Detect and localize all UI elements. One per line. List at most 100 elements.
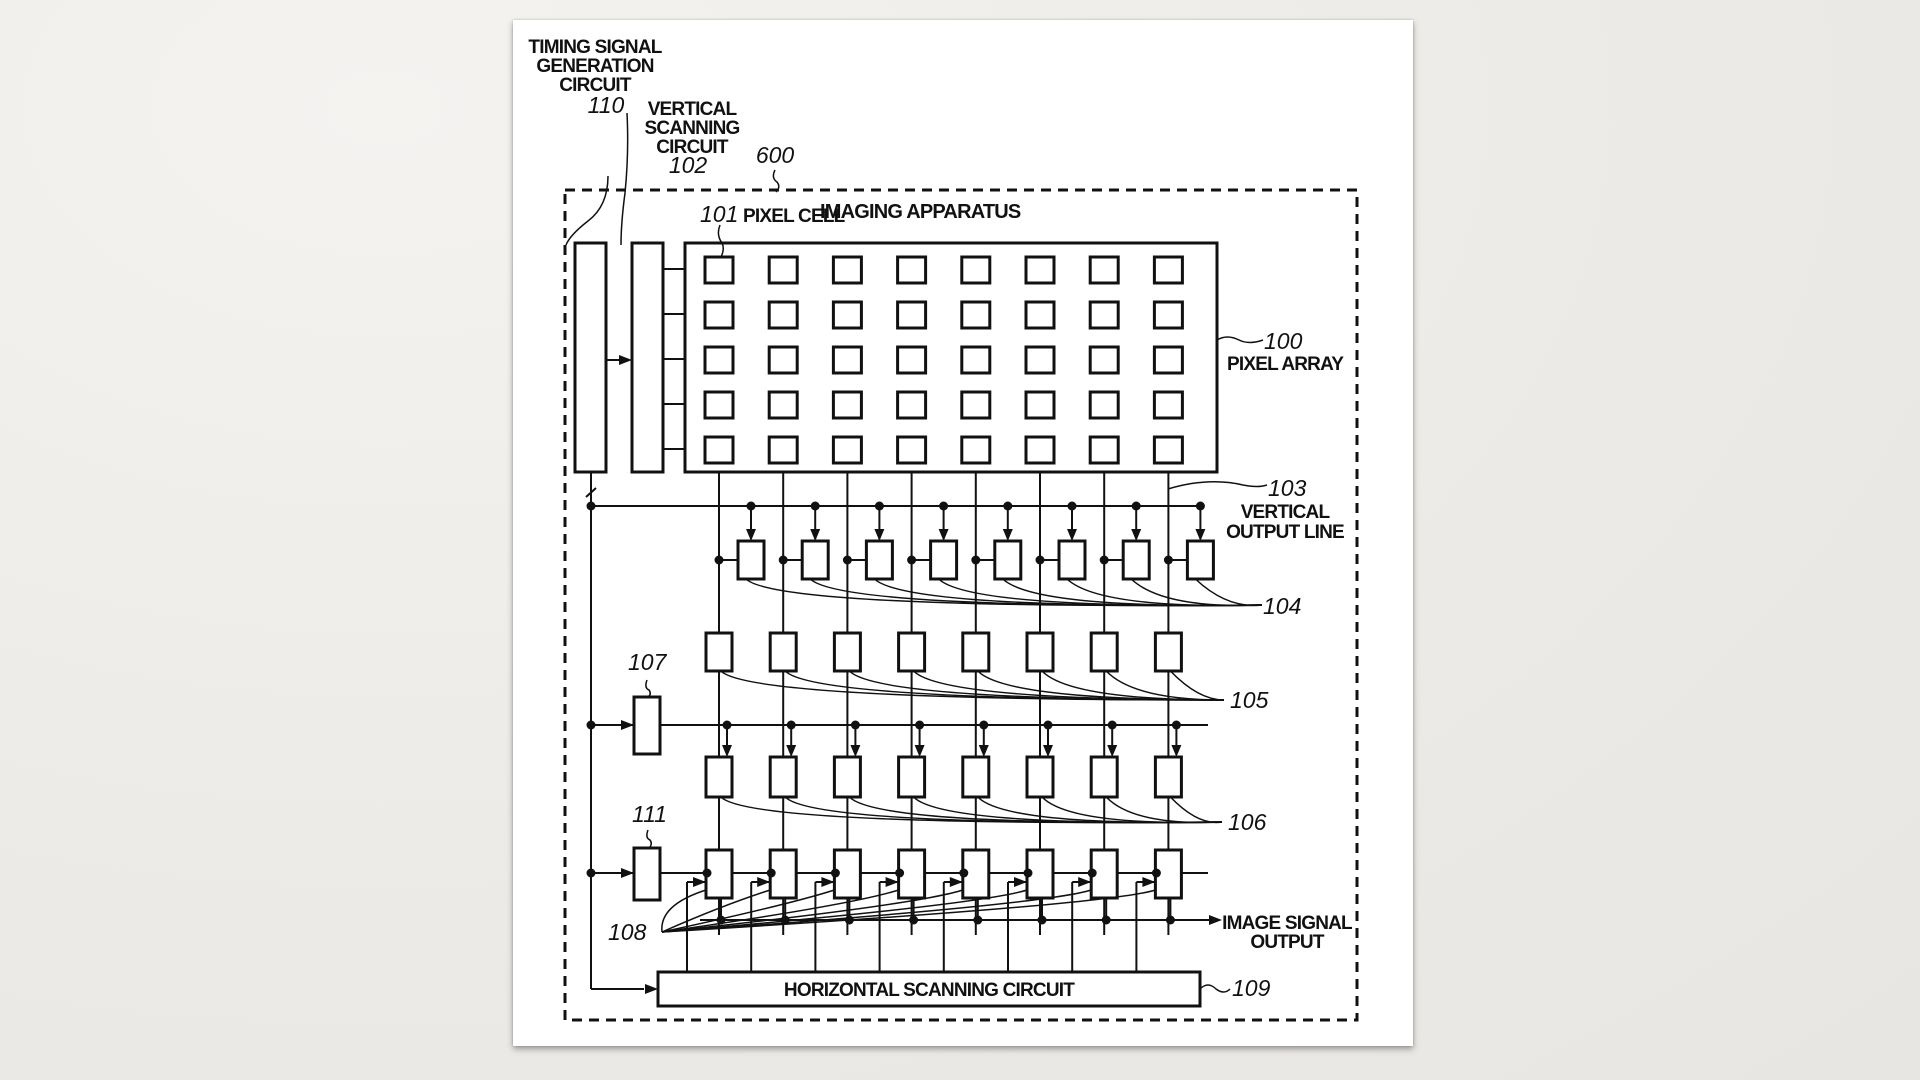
pixel-cell xyxy=(1088,345,1120,375)
arrow-down-icon xyxy=(746,529,756,541)
ref-100: 100 xyxy=(1264,328,1303,354)
amplifier-105 xyxy=(897,631,927,673)
leader-108-curve xyxy=(661,889,964,933)
leader-108-curve xyxy=(661,889,707,933)
pixel-cell xyxy=(1024,390,1056,420)
leader-110 xyxy=(620,112,629,246)
label-line: OUTPUT LINE xyxy=(1226,522,1344,543)
junction-dot xyxy=(959,868,969,878)
arrow-down-icon xyxy=(1131,529,1142,541)
ref-101: 101 xyxy=(700,201,738,227)
sample-hold-106 xyxy=(1153,755,1183,799)
amplifier-105 xyxy=(961,631,991,673)
horizontal-scanning-label: HORIZONTAL SCANNING CIRCUIT xyxy=(784,980,1075,1001)
junction-dot xyxy=(586,501,596,511)
label-line: VERTICAL xyxy=(648,99,738,120)
junction-dot xyxy=(1087,868,1097,878)
leader-108-curve xyxy=(661,889,835,933)
arrow-down-icon xyxy=(938,529,949,541)
leader-108-curve xyxy=(661,889,899,933)
amplifier-105 xyxy=(1153,631,1183,673)
sample-hold-106 xyxy=(704,755,734,799)
leader-104-curve xyxy=(873,578,1263,607)
leader-107 xyxy=(645,679,652,698)
arrow-right-icon xyxy=(645,984,658,994)
ref-102: 102 xyxy=(669,152,708,178)
arrow-down-icon xyxy=(1043,745,1053,757)
amplifier-105 xyxy=(832,631,862,673)
leader-108-curve xyxy=(661,889,1156,933)
load-circuit-104 xyxy=(736,539,766,581)
load-circuit-104 xyxy=(993,539,1023,581)
pixel-cell xyxy=(1152,300,1184,330)
pixel-cell xyxy=(831,300,863,330)
pixel-cell xyxy=(703,390,735,420)
leader-104-curve xyxy=(809,578,1263,607)
pixel-cell xyxy=(1024,255,1056,285)
ref-110: 110 xyxy=(588,92,625,118)
pixel-cell xyxy=(896,300,928,330)
arrow-down-icon xyxy=(1171,745,1182,757)
ref-107: 107 xyxy=(628,649,668,675)
pixel-cell xyxy=(1024,300,1056,330)
junction-dot xyxy=(830,868,840,878)
load-circuit-104 xyxy=(864,539,894,581)
arrow-right-icon xyxy=(621,868,634,878)
label-line: TIMING SIGNAL xyxy=(528,37,662,58)
arrow-down-icon xyxy=(850,745,861,757)
arrow-right-icon xyxy=(821,877,835,887)
leader-104-curve xyxy=(1194,578,1263,607)
arrow-right-icon xyxy=(885,877,899,887)
sample-hold-106 xyxy=(961,755,991,799)
leader-108-curve xyxy=(661,889,771,933)
leader-103 xyxy=(1167,481,1268,490)
load-circuit-104 xyxy=(929,539,959,581)
arrow-down-icon xyxy=(1107,745,1118,757)
leader-108-curve xyxy=(661,889,1092,933)
amplifier-105 xyxy=(704,631,734,673)
pixel-cell xyxy=(1152,435,1184,465)
load-circuit-104 xyxy=(1185,539,1215,581)
control-circuit-107 xyxy=(632,695,662,756)
arrow-down-icon xyxy=(978,745,989,757)
ref-105: 105 xyxy=(1230,687,1269,713)
arrow-down-icon xyxy=(786,745,797,757)
pixel-cell xyxy=(896,435,928,465)
arrow-down-icon xyxy=(1002,529,1013,541)
pixel-cell xyxy=(1024,345,1056,375)
pixel-cell xyxy=(1088,390,1120,420)
label-line: CIRCUIT xyxy=(559,75,632,96)
amplifier-105 xyxy=(1025,631,1055,673)
junction-dot xyxy=(766,868,776,878)
pixel-cell xyxy=(896,345,928,375)
ref-108: 108 xyxy=(608,919,647,945)
leader-104-curve xyxy=(1130,578,1263,607)
pixel-cell xyxy=(960,390,992,420)
pixel-cell xyxy=(767,345,799,375)
arrow-right-icon xyxy=(949,877,963,887)
pixel-cell xyxy=(1152,390,1184,420)
sample-hold-106 xyxy=(1025,755,1055,799)
timing-signal-generation-circuit xyxy=(573,241,608,474)
pixel-cell xyxy=(767,390,799,420)
pixel-cell xyxy=(896,390,928,420)
arrow-right-icon xyxy=(1209,915,1222,925)
pixel-cell xyxy=(703,255,735,285)
pixel-cell xyxy=(1088,300,1120,330)
junction-dot xyxy=(895,868,905,878)
pixel-cell xyxy=(960,435,992,465)
pixel-cell-label: PIXEL CELL xyxy=(743,206,846,227)
label-line: IMAGE SIGNAL xyxy=(1222,913,1353,934)
pixel-cell xyxy=(896,255,928,285)
leader-108-curve xyxy=(661,889,1028,933)
arrow-right-icon xyxy=(757,877,771,887)
leader-106-curve xyxy=(1105,796,1223,824)
pixel-cell xyxy=(831,435,863,465)
pixel-array xyxy=(683,241,1219,474)
load-circuit-104 xyxy=(800,539,830,581)
label-line: VERTICAL xyxy=(1241,502,1331,523)
junction-dot xyxy=(1023,868,1033,878)
amplifier-105 xyxy=(768,631,798,673)
pixel-cell xyxy=(767,435,799,465)
pixel-cell xyxy=(767,300,799,330)
